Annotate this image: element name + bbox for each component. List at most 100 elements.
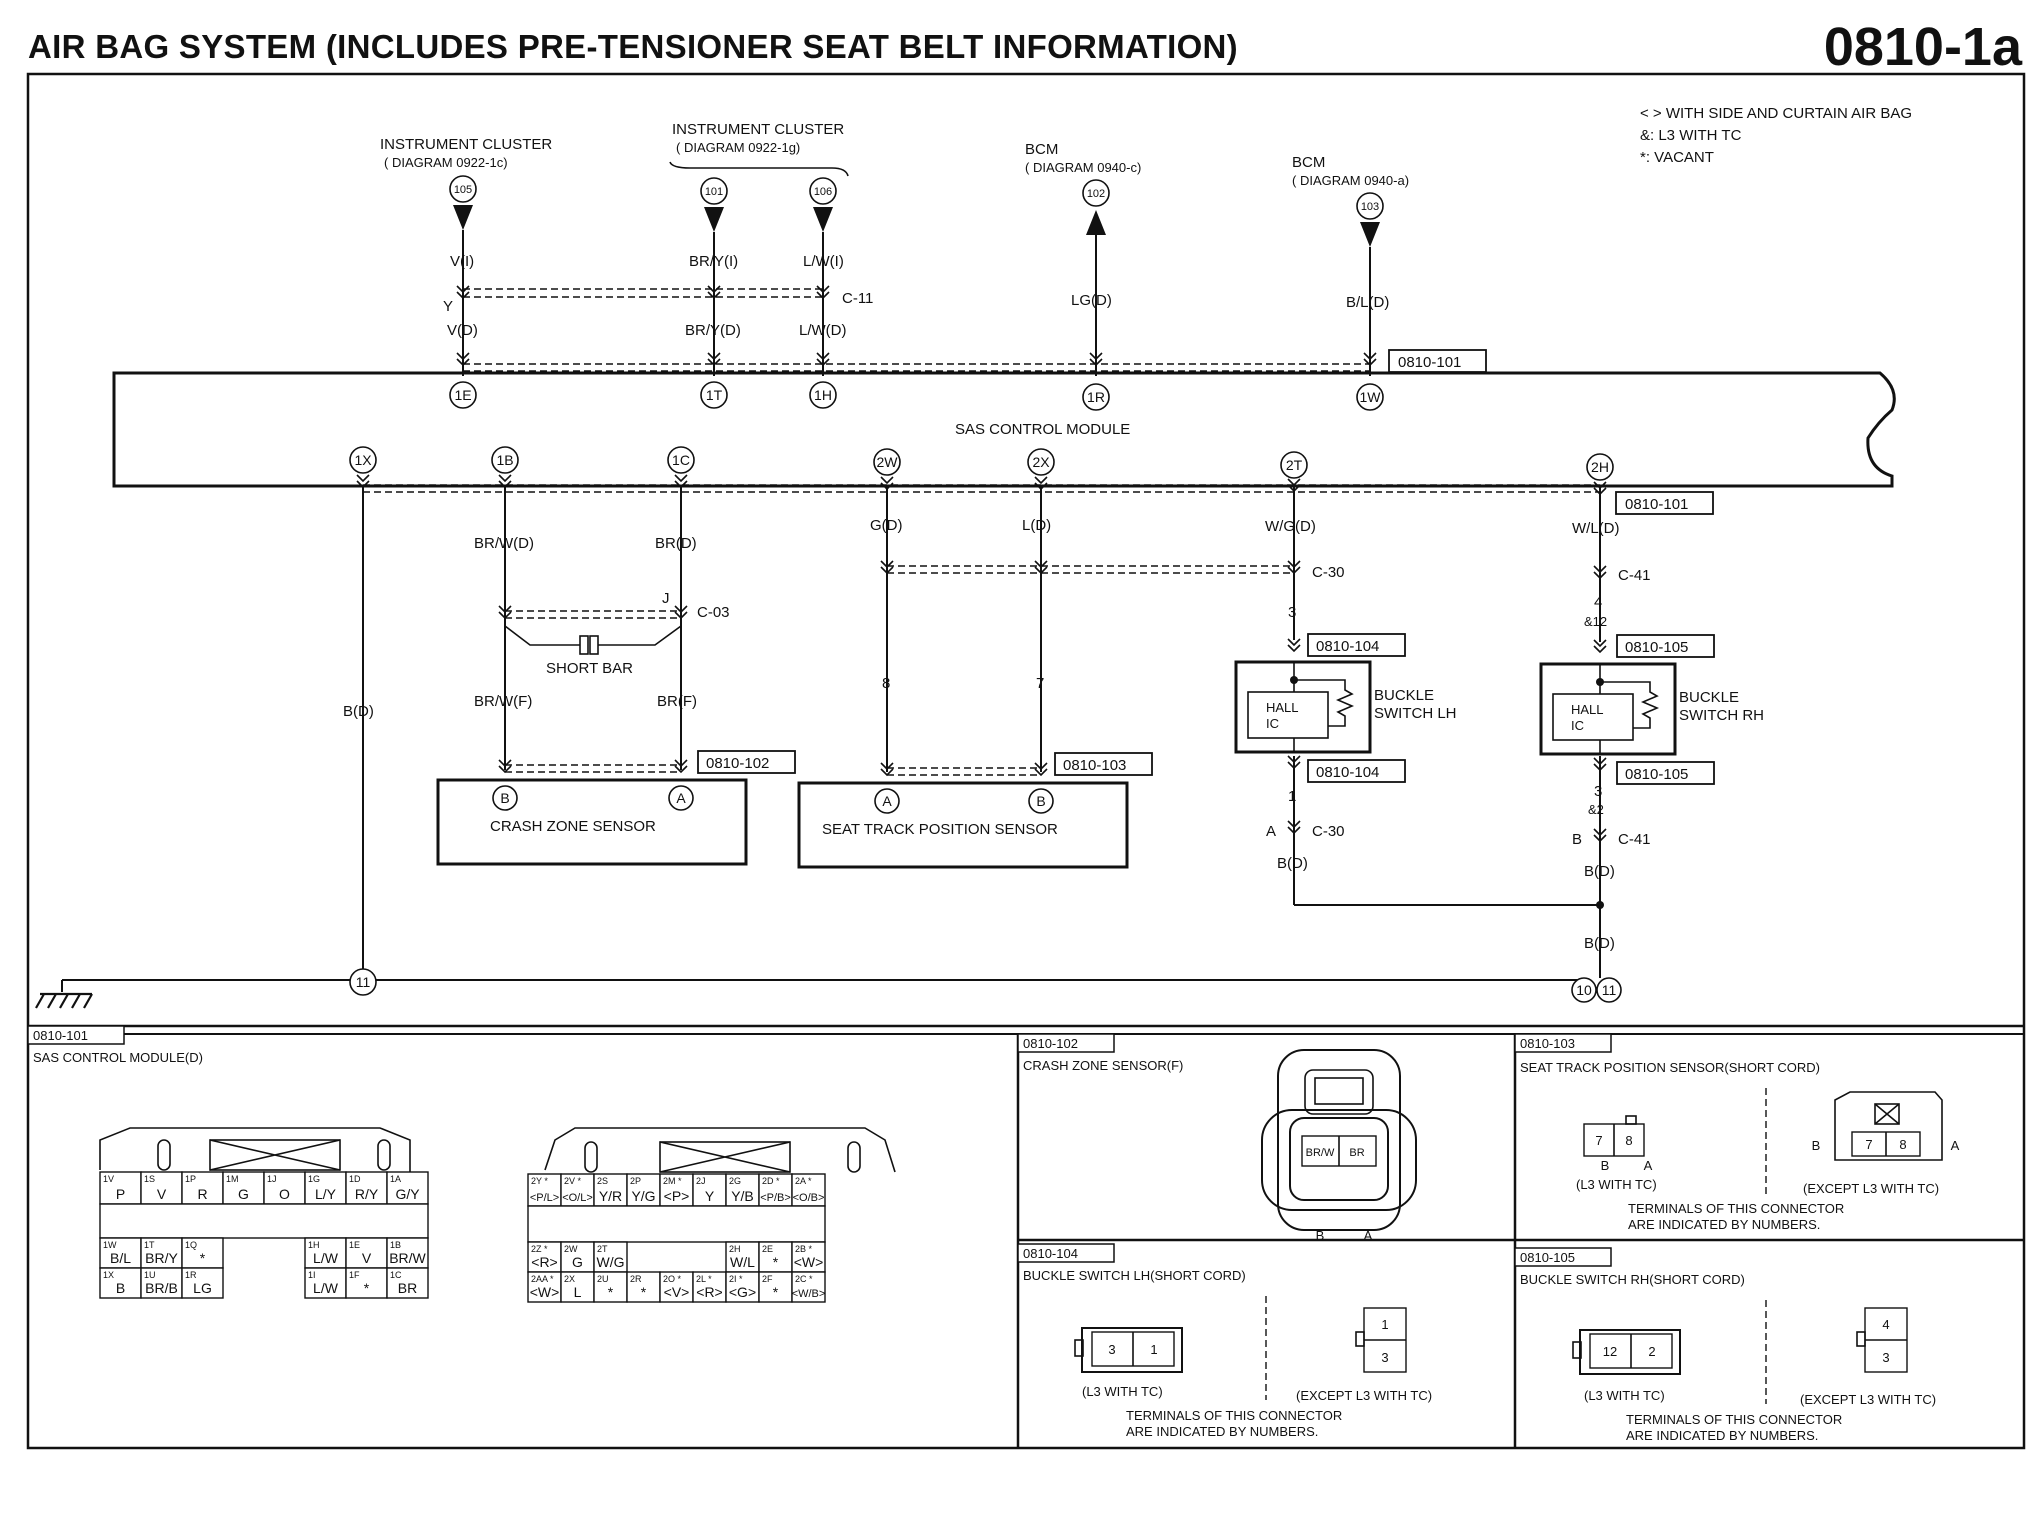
svg-text:1R: 1R: [1087, 389, 1105, 405]
pin-number: 1F: [349, 1270, 360, 1280]
svg-text:0810-105: 0810-105: [1625, 639, 1688, 656]
svg-text:(L3 WITH TC): (L3 WITH TC): [1584, 1388, 1665, 1403]
svg-text:( DIAGRAM 0940-c): ( DIAGRAM 0940-c): [1025, 160, 1141, 175]
connector-101: 101: [700, 177, 728, 232]
pin-wire-color: *: [200, 1250, 206, 1266]
svg-text:BR/Y(D): BR/Y(D): [685, 322, 741, 339]
svg-text:LG(D): LG(D): [1071, 292, 1112, 309]
svg-text:C-03: C-03: [697, 604, 730, 621]
svg-text:(L3 WITH TC): (L3 WITH TC): [1082, 1384, 1163, 1399]
connector-105: 105: [449, 175, 477, 230]
svg-text:BR(D): BR(D): [655, 535, 697, 552]
svg-text:3: 3: [1288, 604, 1296, 621]
pin-cell: [725, 1241, 760, 1273]
svg-text:V(I): V(I): [450, 253, 474, 270]
pin-wire-color: W/L: [730, 1254, 755, 1270]
svg-text:(EXCEPT L3 WITH TC): (EXCEPT L3 WITH TC): [1800, 1392, 1936, 1407]
svg-text:2T: 2T: [1286, 457, 1303, 473]
svg-text:1C: 1C: [672, 452, 690, 468]
svg-text:IC: IC: [1266, 716, 1279, 731]
pin-wire-color: <O/L>: [562, 1192, 593, 1204]
pin-wire-color: L/W: [313, 1250, 339, 1266]
pin-number: 1C: [390, 1270, 402, 1280]
svg-text:BUCKLE SWITCH LH(SHORT CORD): BUCKLE SWITCH LH(SHORT CORD): [1023, 1268, 1246, 1283]
diagram-code: 0810-1a: [1823, 17, 2022, 77]
connector-103: 103: [1356, 192, 1384, 247]
svg-text:1H: 1H: [814, 387, 832, 403]
svg-text:8: 8: [882, 675, 890, 692]
svg-text:SWITCH RH: SWITCH RH: [1679, 707, 1764, 724]
svg-text:B(D): B(D): [343, 703, 374, 720]
pin-wire-color: W/G: [597, 1254, 625, 1270]
panel-0810-104: 0810-104 BUCKLE SWITCH LH(SHORT CORD) 3 …: [1017, 1243, 1432, 1439]
pin-number: 1T: [144, 1240, 155, 1250]
pin-cell: [626, 1173, 661, 1207]
svg-text:C-30: C-30: [1312, 564, 1345, 581]
pin-number: 1X: [103, 1270, 114, 1280]
svg-text:A: A: [1951, 1138, 1960, 1153]
svg-text:IC: IC: [1571, 718, 1584, 733]
pin-wire-color: L: [574, 1284, 582, 1300]
pin-number: 2T: [597, 1244, 608, 1254]
pin-wire-color: G/Y: [395, 1186, 420, 1202]
svg-text:BCM: BCM: [1292, 154, 1325, 171]
svg-text:BUCKLE: BUCKLE: [1374, 687, 1434, 704]
pin-number: 2B *: [795, 1244, 813, 1254]
svg-text:(L3 WITH TC): (L3 WITH TC): [1576, 1177, 1657, 1192]
svg-text:B: B: [1812, 1138, 1821, 1153]
svg-text:TERMINALS OF THIS CONNECTOR: TERMINALS OF THIS CONNECTOR: [1126, 1408, 1342, 1423]
pin-number: 2W: [564, 1244, 578, 1254]
crash-zone-sensor: B A CRASH ZONE SENSOR 0810-102: [436, 750, 796, 866]
pin-wire-color: BR/W: [389, 1250, 426, 1266]
pin-cell: [263, 1171, 306, 1205]
pin-wire-color: <G>: [729, 1284, 756, 1300]
svg-text:SAS CONTROL MODULE(D): SAS CONTROL MODULE(D): [33, 1050, 203, 1065]
svg-text:TERMINALS OF THIS CONNECTOR: TERMINALS OF THIS CONNECTOR: [1626, 1412, 1842, 1427]
pin-cell: [659, 1271, 694, 1303]
svg-text:7: 7: [1595, 1133, 1602, 1148]
svg-text:B: B: [500, 790, 509, 806]
svg-text:3: 3: [1882, 1350, 1889, 1365]
pin-number: 2C *: [795, 1274, 813, 1284]
pin-wire-color: <O/B>: [793, 1192, 825, 1204]
svg-text:12: 12: [1603, 1344, 1617, 1359]
pin-wire-color: *: [773, 1284, 779, 1300]
svg-text:102: 102: [1087, 188, 1105, 200]
svg-text:0810-105: 0810-105: [1625, 766, 1688, 783]
svg-text:< > WITH SIDE AND CURTAIN AIR: < > WITH SIDE AND CURTAIN AIR BAG: [1640, 105, 1912, 122]
pin-cell: [99, 1237, 142, 1269]
pin-number: 2H: [729, 1244, 741, 1254]
page-title: AIR BAG SYSTEM (INCLUDES PRE-TENSIONER S…: [28, 28, 1238, 65]
svg-text:0810-102: 0810-102: [706, 755, 769, 772]
svg-text:C-30: C-30: [1312, 823, 1345, 840]
pin-number: 1G: [308, 1174, 320, 1184]
svg-text:B: B: [1036, 793, 1045, 809]
seat-track-position-sensor: A B SEAT TRACK POSITION SENSOR 0810-103: [797, 752, 1153, 869]
pin-number: 1A: [390, 1174, 401, 1184]
svg-text:B: B: [1572, 831, 1582, 848]
pin-number: 2D *: [762, 1176, 780, 1186]
pin-wire-color: *: [364, 1280, 370, 1296]
pin-cell: [560, 1271, 595, 1303]
connector-106: 106: [809, 177, 837, 232]
svg-text:7: 7: [1036, 675, 1044, 692]
pin-number: 2M *: [663, 1176, 682, 1186]
pin-wire-color: <P>: [664, 1188, 690, 1204]
svg-text:BUCKLE SWITCH RH(SHORT CORD): BUCKLE SWITCH RH(SHORT CORD): [1520, 1272, 1745, 1287]
pin-wire-color: B/L: [110, 1250, 131, 1266]
pin-number: 1R: [185, 1270, 197, 1280]
svg-text:A: A: [1644, 1158, 1653, 1173]
pin-wire-color: R: [197, 1186, 207, 1202]
svg-text:L/W(I): L/W(I): [803, 253, 844, 270]
svg-text:0810-104: 0810-104: [1316, 638, 1379, 655]
connector-102: 102: [1082, 179, 1110, 235]
svg-text:HALL: HALL: [1266, 700, 1299, 715]
svg-text:INSTRUMENT CLUSTER: INSTRUMENT CLUSTER: [672, 121, 844, 138]
pin-wire-color: Y: [705, 1188, 715, 1204]
pin-cell: [140, 1171, 183, 1205]
svg-text:BR(F): BR(F): [657, 693, 697, 710]
svg-text:*: VACANT: *: VACANT: [1640, 149, 1714, 166]
pin-cell: [560, 1241, 595, 1273]
svg-text:4: 4: [1882, 1317, 1889, 1332]
